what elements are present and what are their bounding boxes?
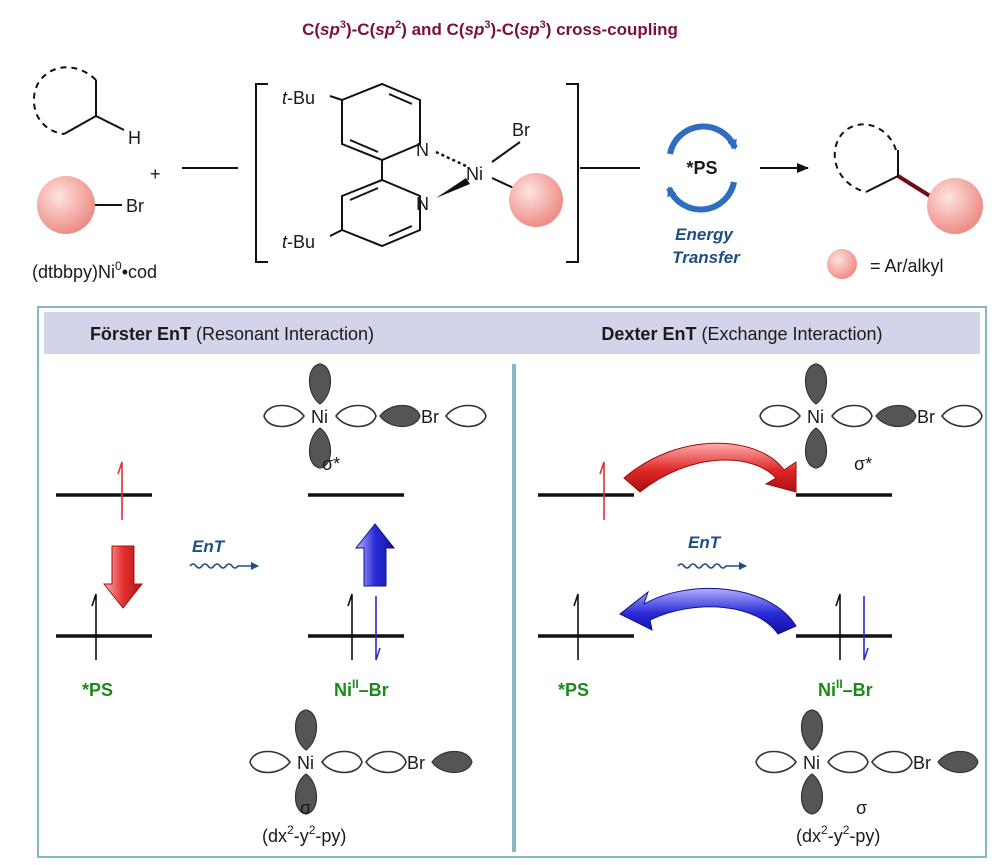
svg-text:Ni: Ni — [311, 407, 328, 427]
forster-ps-label: *PS — [82, 680, 113, 700]
forster-diagram: Ni Br σ* EnT *PS NiII–Br Ni Br σ (dx2-y2 — [56, 363, 487, 846]
panel-header — [44, 312, 980, 354]
svg-text:Br: Br — [421, 407, 439, 427]
photosensitizer-cycle: *PS — [666, 123, 738, 213]
forster-header: Förster EnT (Resonant Interaction) — [90, 324, 374, 344]
dexter-ps-excited-electron — [599, 461, 605, 520]
forster-nibr-label: NiII–Br — [334, 677, 389, 700]
ni-up-electron — [347, 593, 353, 660]
tbu-bottom-label: t-Bu — [282, 232, 315, 252]
sigma-star-label: σ* — [322, 454, 340, 474]
product — [833, 123, 983, 234]
dexter-red-arrow — [623, 442, 797, 493]
forster-red-arrow — [102, 545, 144, 609]
dexter-ps-label: *PS — [558, 680, 589, 700]
dexter-nibr-label: NiII–Br — [818, 677, 873, 700]
substituent-ball — [37, 176, 95, 234]
energy-transfer-line2: Transfer — [672, 248, 741, 267]
forster-ent-arrow — [189, 562, 259, 570]
svg-text:Br: Br — [407, 753, 425, 773]
dexter-ni-up-electron — [835, 593, 841, 660]
sigma-orbital: Ni Br — [249, 709, 473, 815]
dexter-orbital-label: (dx2-y2-py) — [796, 823, 880, 846]
br-label: Br — [126, 196, 144, 216]
dexter-sigma-orbital: Ni Br — [755, 709, 979, 815]
dexter-blue-arrow — [619, 588, 797, 635]
ni-center-label: Ni — [466, 164, 483, 184]
ni-down-electron — [375, 596, 381, 661]
sigma-label: σ — [300, 798, 311, 818]
dexter-header: Dexter EnT (Exchange Interaction) — [601, 324, 882, 344]
n-upper-label: N — [416, 140, 429, 160]
dexter-ent-arrow — [677, 562, 747, 570]
dexter-sigma-star-label: σ* — [854, 454, 872, 474]
aryl-bromide: Br — [37, 176, 144, 234]
energy-transfer-line1: Energy — [675, 225, 734, 244]
dexter-ni-down-electron — [863, 596, 869, 661]
svg-text:Ni: Ni — [297, 753, 314, 773]
tbu-top-label: t-Bu — [282, 88, 315, 108]
forster-ent-label: EnT — [192, 537, 226, 556]
sigma-star-orbital: Ni Br — [263, 363, 487, 469]
product-substituent-ball — [927, 178, 983, 234]
n-lower-label: N — [416, 194, 429, 214]
dexter-ps-ground-electron — [573, 593, 579, 660]
dexter-ent-label: EnT — [688, 533, 722, 552]
h-label: H — [128, 128, 141, 148]
ps-ground-electron — [91, 593, 97, 660]
svg-text:Ni: Ni — [807, 407, 824, 427]
scheme-title: C(sp3)-C(sp2) and C(sp3)-C(sp3) cross-co… — [302, 19, 678, 39]
right-bracket — [566, 83, 579, 263]
dexter-sigma-label: σ — [856, 798, 867, 818]
alkane-substrate: H — [32, 66, 141, 148]
legend-ball — [827, 249, 857, 279]
svg-text:Br: Br — [917, 407, 935, 427]
dexter-sigma-star-orbital: Ni Br — [759, 363, 983, 469]
complex-substituent-ball — [509, 173, 563, 227]
left-bracket — [255, 83, 268, 263]
ps-excited-electron — [117, 461, 123, 520]
precatalyst-label: (dtbbpy)Ni0•cod — [32, 259, 157, 282]
dexter-diagram: Ni Br σ* EnT *PS NiII–Br Ni Br σ (dx2-y2… — [538, 363, 983, 846]
forster-blue-arrow — [354, 523, 396, 587]
svg-text:Br: Br — [913, 753, 931, 773]
ni-br-label: Br — [512, 120, 530, 140]
nickel-complex: t-Bu t-Bu N N Ni Br — [282, 82, 563, 252]
ps-label: *PS — [686, 158, 717, 178]
legend-text: = Ar/alkyl — [870, 256, 944, 276]
svg-text:Ni: Ni — [803, 753, 820, 773]
plus-sign: + — [150, 164, 161, 184]
orbital-label: (dx2-y2-py) — [262, 823, 346, 846]
